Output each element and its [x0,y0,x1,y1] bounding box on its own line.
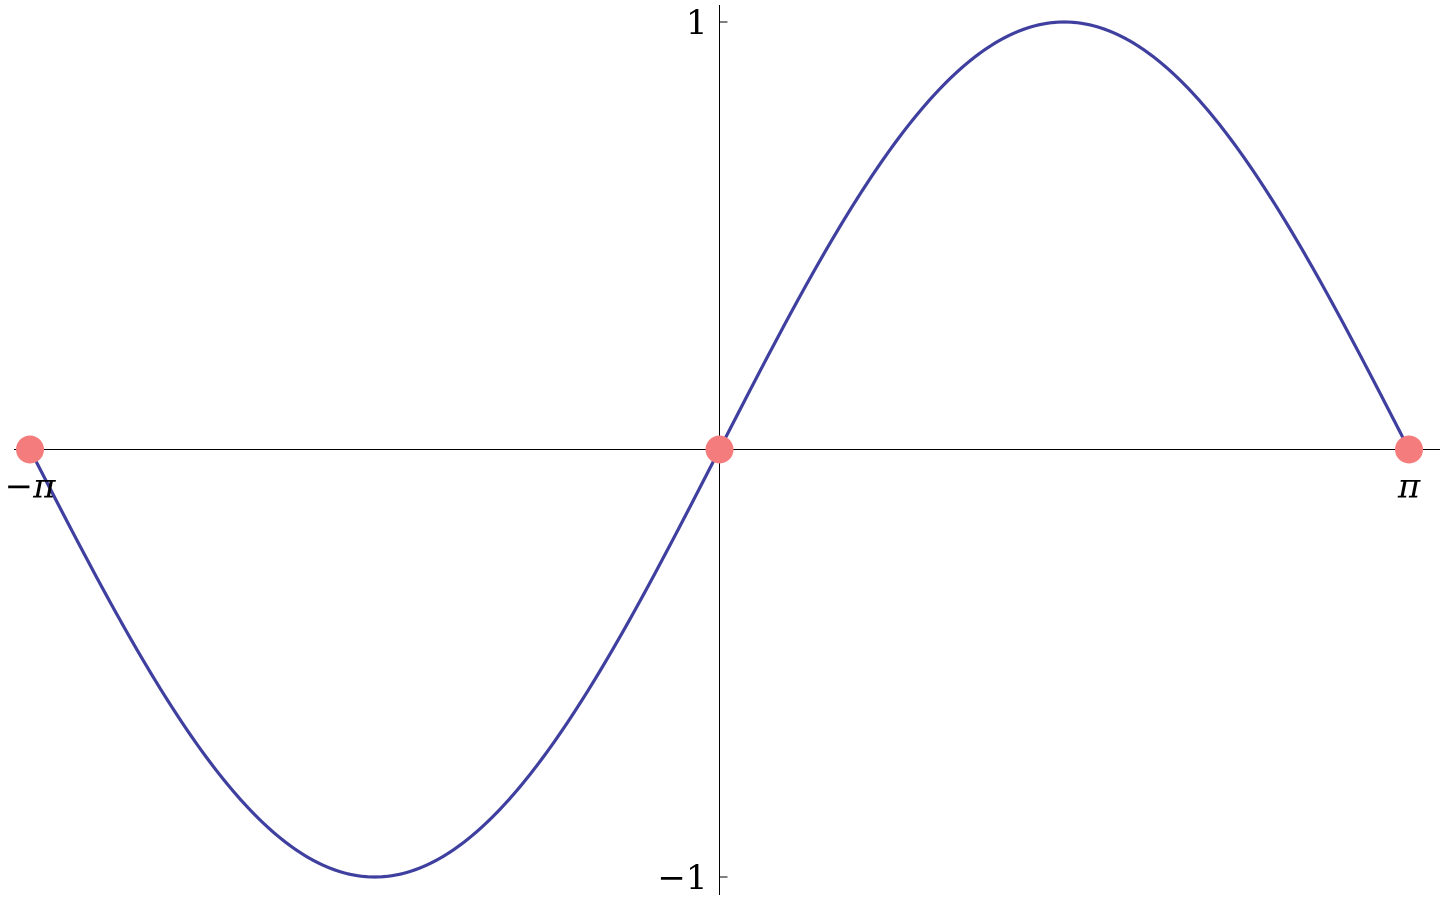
y-tick-label-1: −1 [657,858,707,898]
highlight-point-2 [1395,435,1423,464]
highlight-point-0 [16,435,44,464]
x-tick-label-0: −π [5,467,56,507]
tick-labels: −π π 1 −1 [5,3,1421,898]
highlight-points [16,435,1423,464]
highlight-point-1 [705,435,734,464]
x-tick-label-1: π [1397,467,1421,507]
y-tick-label-0: 1 [686,3,708,43]
